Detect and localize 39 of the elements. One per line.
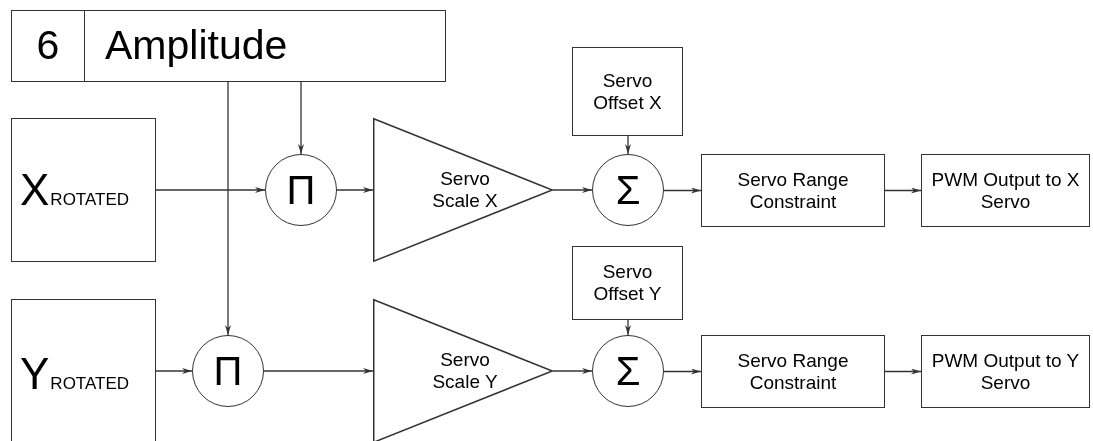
block-label: PWM Output to Y Servo (930, 349, 1081, 394)
arrow (663, 187, 702, 194)
arrow (263, 368, 374, 374)
process-box (572, 246, 683, 320)
block-label: Servo Range Constraint (736, 168, 850, 213)
arrow (552, 187, 593, 193)
arrow (625, 135, 631, 155)
block-label: Servo Offset Y (592, 261, 663, 305)
block-label: PWM Output to X Servo (930, 168, 1081, 213)
process-box (572, 47, 683, 136)
gain-triangle (373, 299, 553, 441)
arrow (884, 187, 922, 194)
arrow (625, 319, 631, 336)
process-box (701, 335, 885, 408)
arrow (155, 187, 266, 193)
input-box (11, 118, 156, 262)
operator-symbol: Π (213, 348, 243, 394)
arrow (225, 81, 231, 336)
parameter-box (11, 10, 446, 82)
block-label: Servo Range Constraint (736, 349, 850, 394)
arrow (155, 368, 193, 374)
block-label: Servo Scale Y (431, 349, 499, 393)
operator-symbol: Π (286, 167, 316, 213)
index-number: 6 (12, 11, 85, 81)
arrow (298, 81, 304, 155)
parameter-name: Amplitude (104, 21, 288, 71)
process-box (921, 154, 1090, 227)
arrow (663, 368, 702, 375)
process-box (921, 335, 1090, 408)
arrow (884, 368, 922, 375)
gain-triangle (373, 118, 553, 262)
arrow (336, 187, 374, 193)
arrow (552, 368, 593, 374)
process-box (701, 154, 885, 227)
block-label: Servo Scale X (431, 168, 499, 212)
operator-symbol: Σ (615, 348, 641, 394)
operator-symbol: Σ (615, 167, 641, 213)
block-label: Servo Offset X (592, 69, 663, 114)
input-box (11, 299, 156, 441)
